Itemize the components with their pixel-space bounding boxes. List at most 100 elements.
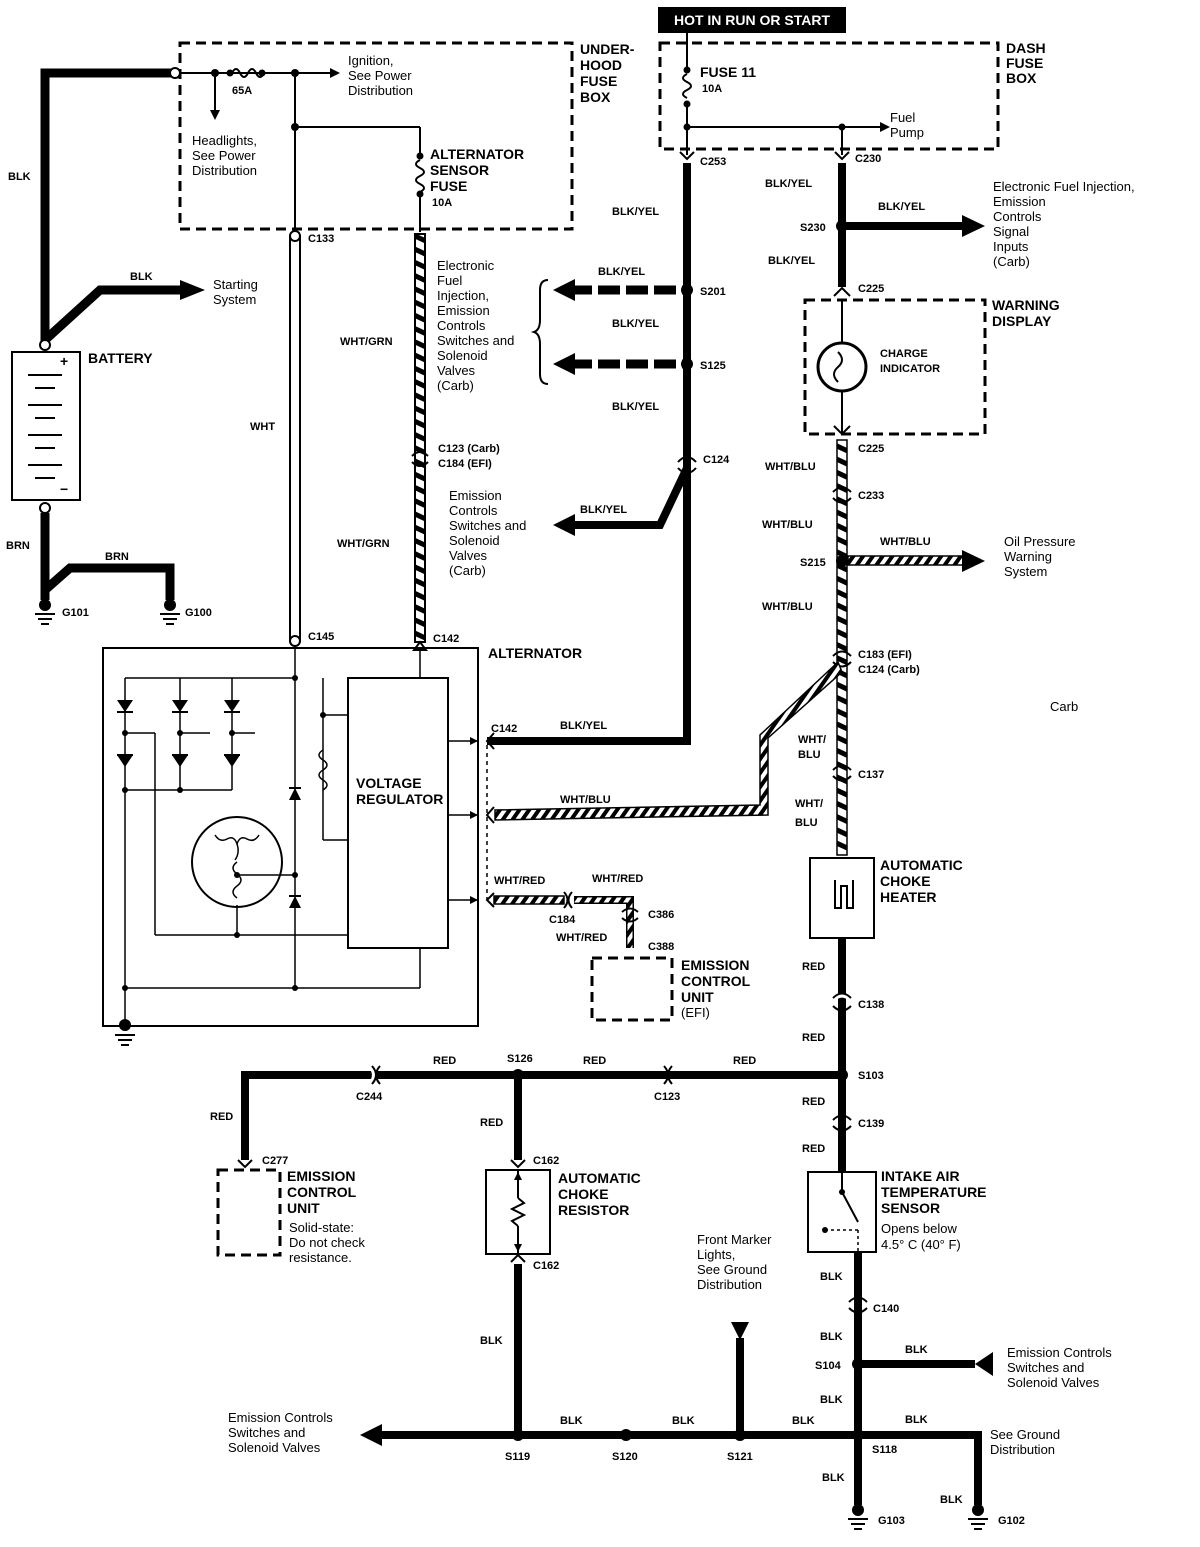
svg-text:C253: C253 [700, 156, 726, 168]
underhood-fuse-box: UNDER- HOOD FUSE BOX 65A ALTERNATOR SENS… [175, 41, 635, 232]
svg-text:AUTOMATIC: AUTOMATIC [558, 1170, 641, 1186]
svg-text:Switches and: Switches and [1007, 1360, 1084, 1375]
svg-text:BLK: BLK [820, 1271, 843, 1283]
svg-text:(Carb): (Carb) [449, 563, 486, 578]
red-wire-vertical: RED C138 RED S103 RED C139 RED [802, 938, 884, 1172]
svg-text:resistance.: resistance. [289, 1250, 352, 1265]
svg-text:BLK/YEL: BLK/YEL [560, 720, 607, 732]
svg-text:S215: S215 [800, 557, 826, 569]
svg-text:Signal: Signal [993, 224, 1029, 239]
svg-text:BLU: BLU [798, 749, 821, 761]
svg-text:RED: RED [583, 1055, 606, 1067]
svg-text:C123 (Carb): C123 (Carb) [438, 443, 500, 455]
svg-text:C139: C139 [858, 1118, 884, 1130]
svg-text:RED: RED [210, 1111, 233, 1123]
svg-text:DISPLAY: DISPLAY [992, 313, 1052, 329]
svg-text:Warning: Warning [1004, 549, 1052, 564]
svg-text:See Ground: See Ground [697, 1262, 767, 1277]
svg-text:WHT/BLU: WHT/BLU [560, 794, 611, 806]
svg-text:Distribution: Distribution [192, 163, 257, 178]
svg-text:C225: C225 [858, 283, 884, 295]
wht-wire: WHT C133 C145 [250, 230, 334, 647]
svg-text:BLK: BLK [672, 1415, 695, 1427]
svg-text:C137: C137 [858, 769, 884, 781]
svg-text:HOOD: HOOD [580, 57, 622, 73]
svg-text:C142: C142 [433, 633, 459, 645]
svg-text:Switches and: Switches and [228, 1425, 305, 1440]
svg-text:C225: C225 [858, 443, 884, 455]
svg-text:RED: RED [480, 1117, 503, 1129]
svg-text:Emission Controls: Emission Controls [228, 1410, 333, 1425]
svg-text:G103: G103 [878, 1515, 905, 1527]
svg-text:WHT/RED: WHT/RED [556, 932, 607, 944]
svg-text:(Carb): (Carb) [993, 254, 1030, 269]
svg-text:FUSE: FUSE [430, 178, 467, 194]
svg-text:ALTERNATOR: ALTERNATOR [488, 645, 582, 661]
svg-text:RED: RED [733, 1055, 756, 1067]
svg-text:G102: G102 [998, 1515, 1025, 1527]
svg-text:BLK/YEL: BLK/YEL [765, 178, 812, 190]
svg-text:Emission: Emission [437, 303, 490, 318]
svg-text:Emission: Emission [449, 488, 502, 503]
wht-blu-wire: WHT/BLU C233 WHT/BLU S215 WHT/BLU Oil Pr… [485, 439, 1078, 856]
svg-text:CONTROL: CONTROL [287, 1184, 357, 1200]
svg-text:WHT/: WHT/ [795, 798, 823, 810]
svg-text:Controls: Controls [449, 503, 498, 518]
svg-text:C124: C124 [703, 454, 730, 466]
svg-text:S104: S104 [815, 1360, 842, 1372]
svg-text:CHOKE: CHOKE [558, 1186, 609, 1202]
svg-text:DASH: DASH [1006, 40, 1046, 56]
svg-text:Starting: Starting [213, 277, 258, 292]
svg-text:BOX: BOX [580, 89, 611, 105]
svg-text:10A: 10A [702, 83, 722, 95]
svg-text:WHT/RED: WHT/RED [592, 873, 643, 885]
hot-in-run-header: HOT IN RUN OR START [658, 7, 846, 33]
svg-text:Injection,: Injection, [437, 288, 489, 303]
svg-text:CHARGE: CHARGE [880, 348, 928, 360]
svg-text:S119: S119 [505, 1451, 530, 1463]
svg-text:BLK/YEL: BLK/YEL [612, 318, 659, 330]
svg-text:Inputs: Inputs [993, 239, 1029, 254]
svg-text:C162: C162 [533, 1155, 559, 1167]
svg-text:System: System [213, 292, 256, 307]
svg-text:(EFI): (EFI) [681, 1005, 710, 1020]
svg-text:C184: C184 [549, 914, 576, 926]
svg-text:BLK: BLK [820, 1331, 843, 1343]
svg-text:EMISSION: EMISSION [681, 957, 749, 973]
svg-text:(Carb): (Carb) [437, 378, 474, 393]
svg-text:+: + [60, 353, 68, 369]
svg-text:−: − [60, 481, 68, 497]
svg-text:Ignition,: Ignition, [348, 53, 394, 68]
svg-text:Electronic: Electronic [437, 258, 495, 273]
red-horizontal-bus: C244 RED S126 RED C123 RED RED C277 RED … [210, 1053, 842, 1169]
svg-text:WHT/RED: WHT/RED [494, 875, 545, 887]
emission-control-unit-c277: EMISSION CONTROL UNIT Solid-state: Do no… [216, 1168, 365, 1265]
dash-fuse-box: DASH FUSE BOX FUSE 11 10A Fuel Pump [658, 33, 1046, 155]
svg-text:Switches and: Switches and [437, 333, 514, 348]
wht-grn-wire: WHT/GRN WHT/GRN C123 (Carb) C184 (EFI) C… [337, 233, 514, 651]
svg-text:G100: G100 [185, 607, 212, 619]
svg-text:C233: C233 [858, 490, 884, 502]
svg-text:C183 (EFI): C183 (EFI) [858, 649, 912, 661]
svg-text:Solenoid Valves: Solenoid Valves [1007, 1375, 1100, 1390]
svg-text:S121: S121 [727, 1451, 753, 1463]
svg-text:Valves: Valves [437, 363, 476, 378]
svg-text:BLK/YEL: BLK/YEL [612, 206, 659, 218]
svg-text:UNDER-: UNDER- [580, 41, 635, 57]
svg-text:Distribution: Distribution [697, 1277, 762, 1292]
svg-text:SENSOR: SENSOR [430, 162, 489, 178]
svg-text:Front Marker: Front Marker [697, 1232, 772, 1247]
svg-text:Valves: Valves [449, 548, 488, 563]
svg-text:CHOKE: CHOKE [880, 873, 931, 889]
svg-text:System: System [1004, 564, 1047, 579]
svg-text:WHT/GRN: WHT/GRN [340, 336, 393, 348]
svg-text:EMISSION: EMISSION [287, 1168, 355, 1184]
svg-text:BLK: BLK [820, 1394, 843, 1406]
svg-text:Solenoid: Solenoid [449, 533, 500, 548]
svg-text:UNIT: UNIT [287, 1200, 320, 1216]
svg-text:AUTOMATIC: AUTOMATIC [880, 857, 963, 873]
svg-text:Electronic Fuel Injection,: Electronic Fuel Injection, [993, 179, 1135, 194]
svg-text:C162: C162 [533, 1260, 559, 1272]
battery-label: BATTERY [88, 350, 153, 366]
